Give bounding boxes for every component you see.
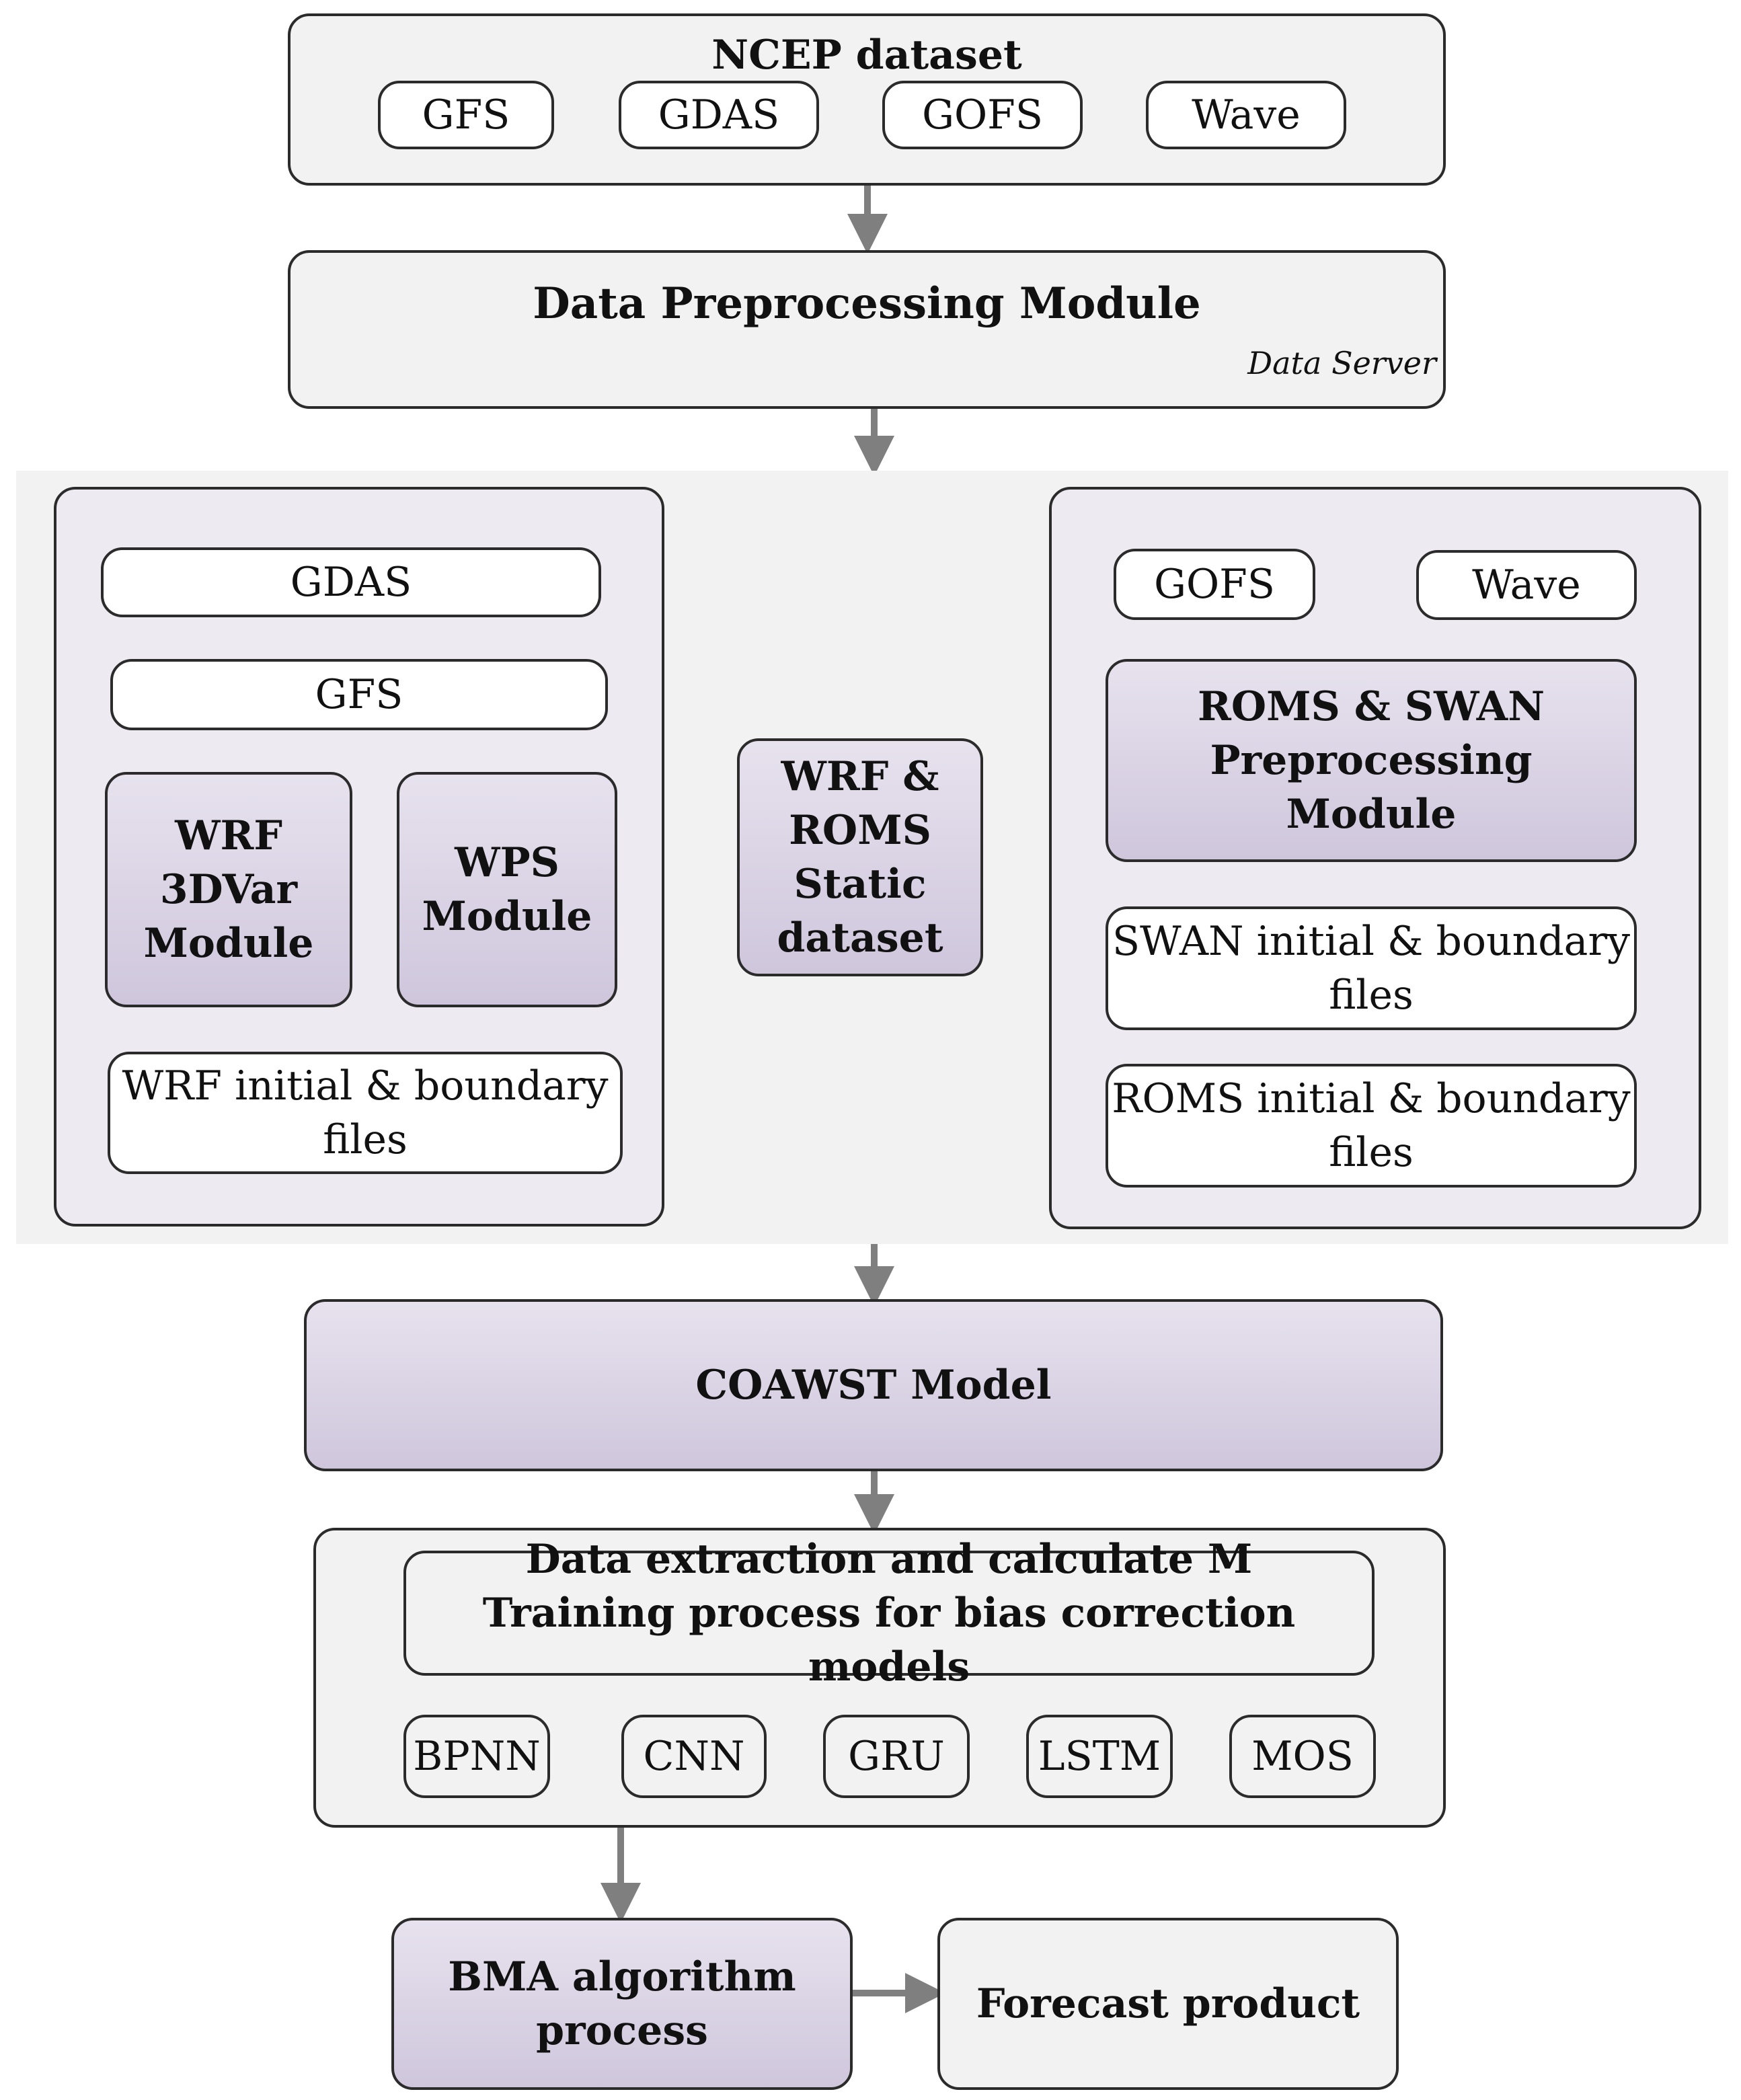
left-gdas-box: GDAS <box>101 547 601 617</box>
coawst-model: COAWST Model <box>304 1299 1443 1471</box>
model-cnn: CNN <box>621 1715 767 1798</box>
model-bpnn: BPNN <box>403 1715 550 1798</box>
ncep-title: NCEP dataset <box>711 32 1022 79</box>
right-gofs-box: GOFS <box>1114 549 1315 620</box>
right-wave-box: Wave <box>1416 550 1637 620</box>
data-preprocessing-module: Data Preprocessing Module Data Server <box>288 250 1446 409</box>
model-mos: MOS <box>1229 1715 1376 1798</box>
model-lstm: LSTM <box>1026 1715 1173 1798</box>
ncep-item-gofs: GOFS <box>882 81 1083 149</box>
swan-initial-boundary-files: SWAN initial & boundary files <box>1106 906 1637 1030</box>
model-gru: GRU <box>823 1715 970 1798</box>
forecast-product: Forecast product <box>937 1918 1399 2090</box>
data-server-label: Data Server <box>1247 345 1436 381</box>
roms-swan-preprocessing-module: ROMS & SWAN Preprocessing Module <box>1106 659 1637 862</box>
wrf-3dvar-module: WRF 3DVar Module <box>105 772 352 1007</box>
wrf-initial-boundary-files: WRF initial & boundary files <box>108 1052 623 1174</box>
bma-algorithm-process: BMA algorithm process <box>391 1918 853 2090</box>
ncep-item-gdas: GDAS <box>619 81 819 149</box>
bias-training-box: Data extraction and calculate M Training… <box>403 1536 1375 1690</box>
ncep-item-gfs: GFS <box>378 81 554 149</box>
preprocessing-title: Data Preprocessing Module <box>533 278 1201 329</box>
wps-module: WPS Module <box>397 772 617 1007</box>
ncep-item-wave: Wave <box>1146 81 1346 149</box>
roms-initial-boundary-files: ROMS initial & boundary files <box>1106 1064 1637 1188</box>
left-gfs-box: GFS <box>110 659 608 730</box>
wrf-roms-static-dataset: WRF & ROMS Static dataset <box>737 738 983 976</box>
